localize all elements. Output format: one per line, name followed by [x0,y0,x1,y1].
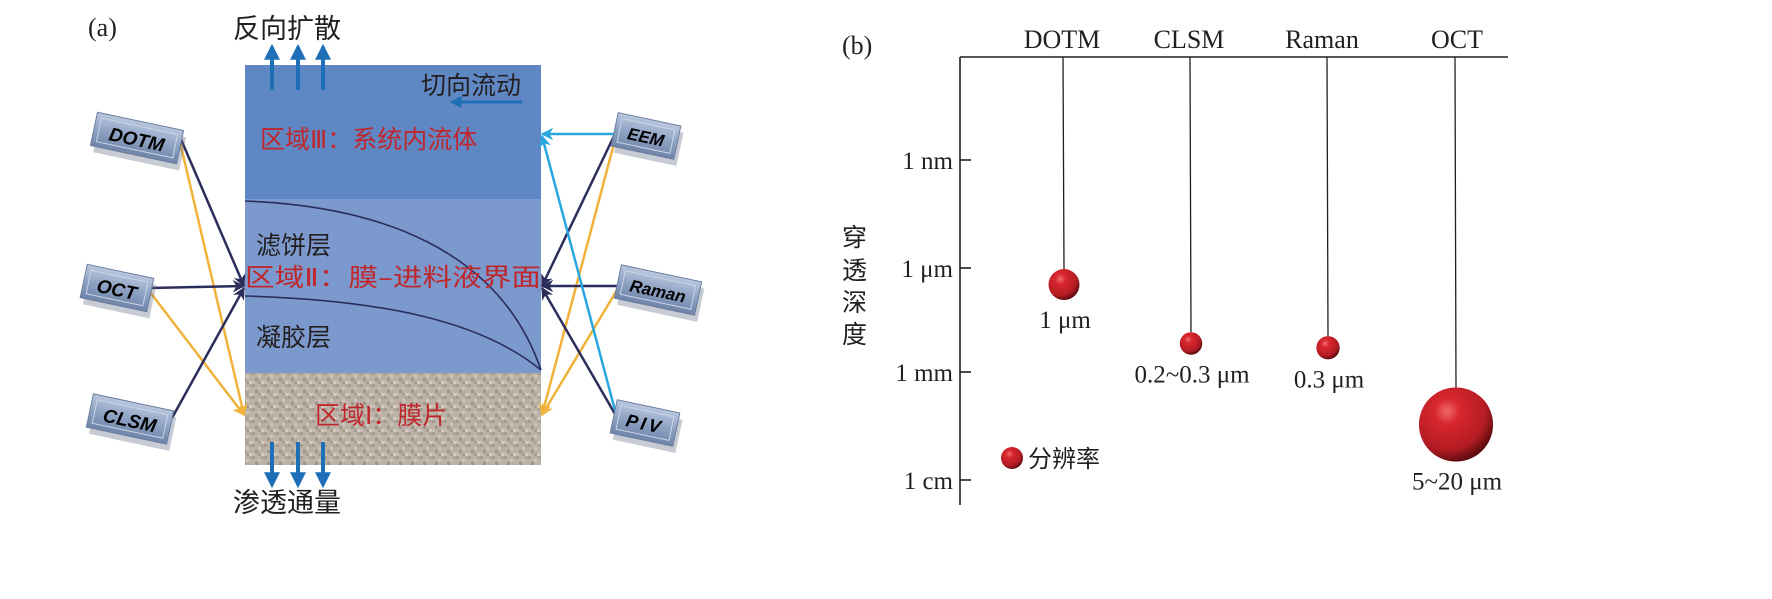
region-iii-box [245,65,541,199]
y-axis-title-char: 透 [842,256,867,285]
cake-layer-boundary [244,200,542,371]
stem-line-clsm [1189,56,1192,333]
badge-oct: OCT [79,263,157,319]
legend: 分辨率 [1001,445,1100,473]
clsm-to-region-ii-arrow [170,286,246,419]
gel-layer-label: 凝胶层 [256,323,331,352]
back-diffusion-label: 反向扩散 [233,14,341,45]
resolution-sphere-dotm [1048,269,1080,301]
y-axis-title: 穿 透 深 度 [842,223,867,349]
region-i-label: 区域Ⅰ：膜片 [315,401,447,430]
badge-piv: PIV [609,399,683,453]
badge-raman: Raman [613,264,705,322]
resolution-label-oct: 5~20 μm [1412,469,1503,496]
stem-line-raman [1326,56,1329,337]
panel-a-label: (a) [88,13,117,42]
region-iii-label: 区域Ⅲ：系统内流体 [260,125,477,154]
category-label-raman: Raman [1285,25,1359,54]
resolution-sphere-oct [1418,387,1494,462]
oct-to-region-i-arrow [149,291,245,416]
panel-a: (a) 反向扩散 切向流动 区域Ⅲ：系统内流体 滤饼层 区域Ⅱ：膜–进料液界面 … [79,13,705,519]
region-i-box [245,373,541,465]
permeate-flux-label: 渗透通量 [233,488,341,519]
badge-dotm: DOTM [89,111,187,171]
resolution-sphere-clsm [1179,332,1203,355]
resolution-sphere-raman [1316,336,1340,360]
y-axis-title-char: 穿 [842,223,867,252]
stem-line-dotm [1062,56,1065,270]
y-axis-title-char: 深 [842,288,867,317]
category-label-clsm: CLSM [1154,25,1225,54]
panel-b: (b) 穿 透 深 度 1 nm 1 μm 1 mm 1 cm DOTM CLSM Ram… [842,25,1508,505]
back-diffusion-arrows [264,43,331,90]
region-ii-box [245,199,541,373]
badge-clsm: CLSM [85,393,177,451]
badge-eem: EEM [610,112,684,166]
left-connections [149,136,248,419]
stem-line-oct [1454,56,1457,388]
dotm-to-region-i-arrow [178,141,248,417]
piv-to-region-ii-arrow [540,286,617,415]
cake-layer-label: 滤饼层 [256,231,331,260]
y-tick-label: 1 cm [904,468,954,495]
category-labels: DOTM CLSM Raman OCT [1024,25,1483,54]
region-ii-label: 区域Ⅱ：膜–进料液界面 [245,263,541,292]
resolution-label-dotm: 1 μm [1039,307,1091,334]
data-marks: 1 μm 0.2~0.3 μm 0.3 μm 5~20 μm [1039,56,1503,496]
dotm-to-region-ii-arrow [178,136,246,288]
legend-label: 分辨率 [1028,445,1100,473]
legend-sphere-icon [1001,447,1023,469]
right-connections [538,127,619,417]
category-label-dotm: DOTM [1024,25,1101,54]
resolution-label-raman: 0.3 μm [1294,366,1365,393]
y-tick-label: 1 mm [895,360,953,387]
panel-b-label: (b) [842,31,872,60]
y-axis-ticks: 1 nm 1 μm 1 mm 1 cm [895,148,971,495]
category-label-oct: OCT [1431,25,1483,54]
y-tick-label: 1 nm [902,148,953,175]
piv-to-region-iii-arrow [538,134,618,415]
resolution-label-clsm: 0.2~0.3 μm [1134,362,1250,389]
oct-to-region-ii-arrow [149,279,246,293]
y-axis-title-char: 度 [842,320,867,349]
permeate-flux-arrows [264,442,331,489]
gel-layer-boundary [244,295,542,371]
y-tick-label: 1 μm [901,256,953,283]
eem-to-region-ii-arrow [540,135,616,288]
tangential-flow-label: 切向流动 [421,71,521,100]
